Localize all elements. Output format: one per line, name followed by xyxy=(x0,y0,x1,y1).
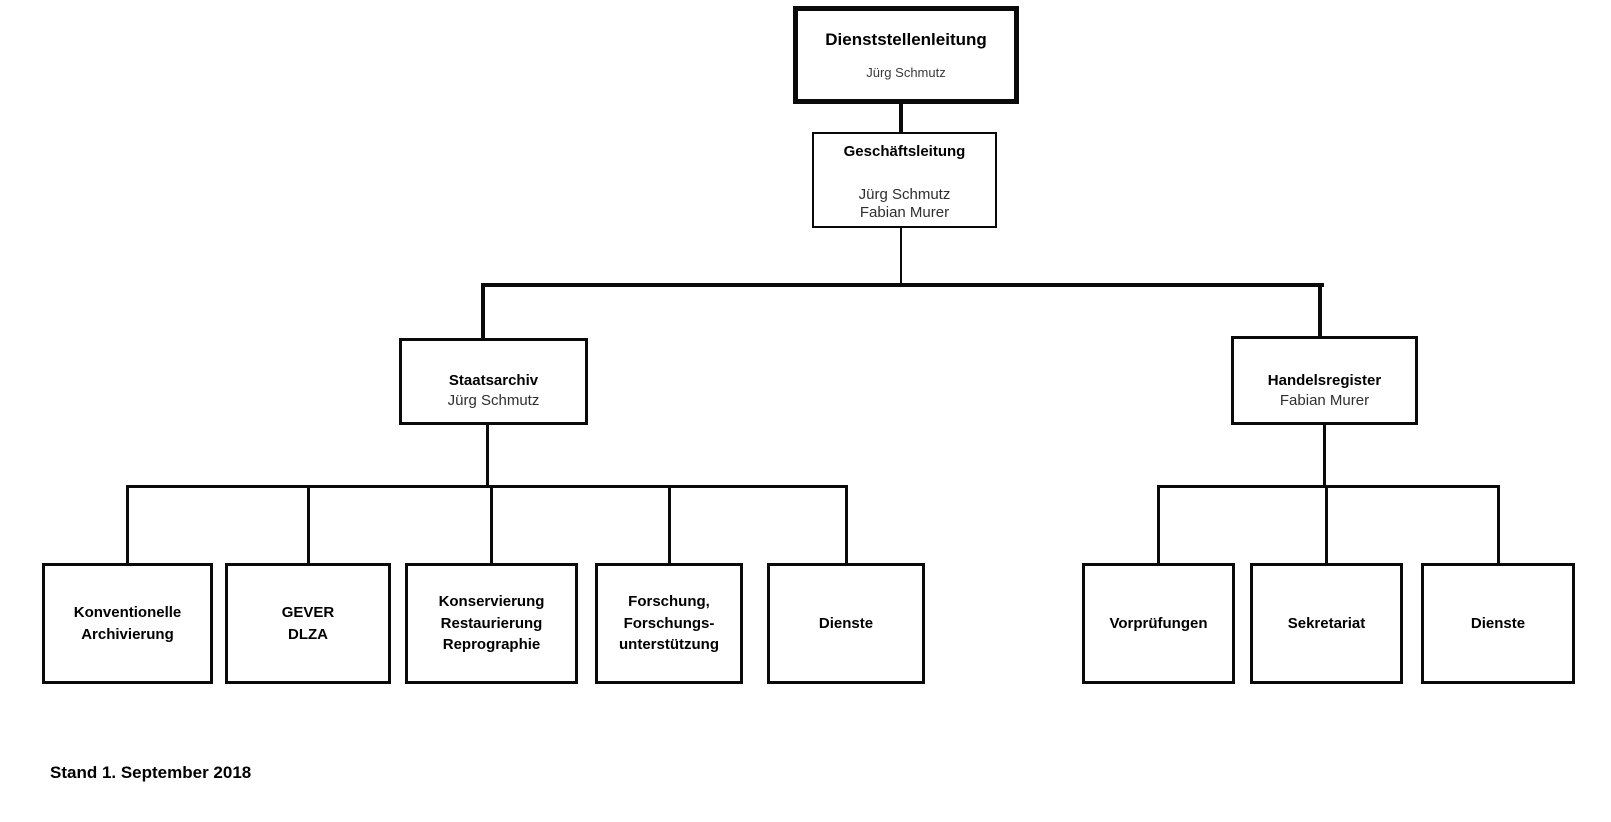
connector-stub-dienste-rechts xyxy=(1497,488,1500,563)
connector-staatsarchiv-down xyxy=(486,425,489,485)
node-person: Jürg Schmutz xyxy=(447,391,540,409)
node-title: Handelsregister xyxy=(1267,372,1382,389)
status-date-label: Stand 1. September 2018 xyxy=(50,763,252,782)
node-dienste-handelsregister: Dienste xyxy=(1421,563,1575,684)
node-title: Staatsarchiv xyxy=(448,372,539,389)
connector-stub-gever xyxy=(307,488,310,563)
node-forschung-forschungsunterstuetzung: Forschung, Forschungs- unterstützung xyxy=(595,563,743,684)
connector-main-horizontal xyxy=(481,283,1324,287)
node-geschaeftsleitung: Geschäftsleitung Jürg Schmutz Fabian Mur… xyxy=(812,132,997,228)
connector-stub-sekretariat xyxy=(1325,488,1328,563)
node-handelsregister: Handelsregister Fabian Murer xyxy=(1231,336,1418,425)
node-dienste-staatsarchiv: Dienste xyxy=(767,563,925,684)
node-person: Jürg Schmutz xyxy=(866,64,946,80)
connector-management-down xyxy=(900,228,902,283)
node-person: Fabian Murer xyxy=(1279,391,1370,409)
connector-stub-forschung xyxy=(668,488,671,563)
connector-stub-vorpruefungen xyxy=(1157,488,1160,563)
connector-stub-dienste-links xyxy=(845,488,848,563)
connector-right-horizontal xyxy=(1157,485,1500,488)
node-title: Dienststellenleitung xyxy=(825,29,987,49)
connector-handelsregister-down xyxy=(1323,425,1326,485)
connector-to-staatsarchiv xyxy=(481,287,485,338)
connector-to-handelsregister xyxy=(1318,287,1322,336)
node-staatsarchiv: Staatsarchiv Jürg Schmutz xyxy=(399,338,588,425)
node-title: Geschäftsleitung xyxy=(843,143,966,160)
connector-left-horizontal xyxy=(126,485,848,488)
node-dienststellenleitung: Dienststellenleitung Jürg Schmutz xyxy=(793,6,1019,104)
node-konventionelle-archivierung: Konventionelle Archivierung xyxy=(42,563,213,684)
node-people: Jürg Schmutz Fabian Murer xyxy=(858,185,951,222)
connector-stub-konventionelle xyxy=(126,488,129,563)
node-gever-dlza: GEVER DLZA xyxy=(225,563,391,684)
connector-stub-konservierung xyxy=(490,488,493,563)
node-sekretariat: Sekretariat xyxy=(1250,563,1403,684)
node-konservierung-restaurierung-reprographie: Konservierung Restaurierung Reprographie xyxy=(405,563,578,684)
node-vorpruefungen: Vorprüfungen xyxy=(1082,563,1235,684)
connector-root-to-management xyxy=(899,104,903,132)
